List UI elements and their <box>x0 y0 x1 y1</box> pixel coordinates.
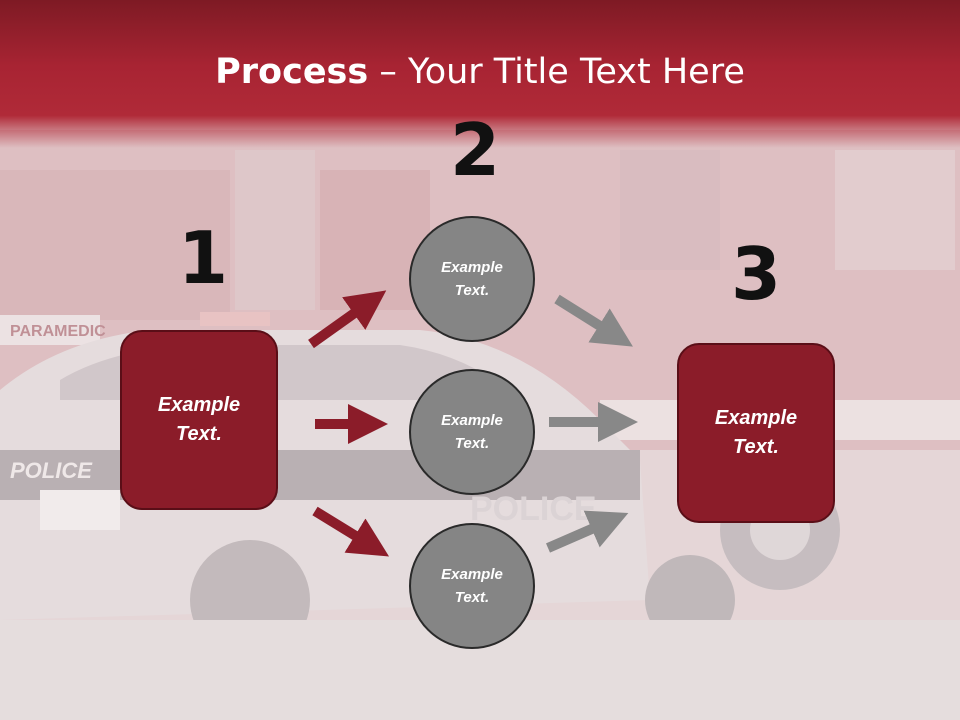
arrow-2a-to-3 <box>554 294 633 347</box>
arrow-2c-to-3 <box>546 510 629 553</box>
step-2-circle-bottom[interactable]: Example Text. <box>409 523 535 649</box>
title-rest: – Your Title Text Here <box>368 52 745 92</box>
step-1-text-line2: Text. <box>176 423 222 445</box>
step-2-circle-middle[interactable]: Example Text. <box>409 369 535 495</box>
slide-title: Process – Your Title Text Here <box>0 52 960 92</box>
arrow-1-to-2a <box>308 290 387 349</box>
step-3-text-line1: Example <box>714 407 798 429</box>
circle-text-line1: Example <box>441 412 503 429</box>
circle-text-line1: Example <box>441 259 503 276</box>
step-1-text-line1: Example <box>157 394 241 416</box>
circle-text-line1: Example <box>441 566 503 583</box>
step-3-box[interactable]: Example Text. <box>677 343 835 523</box>
circle-text-line2: Text. <box>454 435 490 452</box>
step-number-3: 3 <box>731 232 782 316</box>
arrow-1-to-2c <box>312 506 390 557</box>
step-1-box[interactable]: Example Text. <box>120 330 278 510</box>
title-bold: Process <box>215 52 369 92</box>
step-number-2: 2 <box>450 108 501 192</box>
circle-text-line2: Text. <box>454 282 490 299</box>
step-number-1: 1 <box>178 216 229 300</box>
step-3-text-line2: Text. <box>733 436 779 458</box>
circle-text-line2: Text. <box>454 589 490 606</box>
police-label-door: POLICE <box>470 490 597 528</box>
paramedic-label: PARAMEDIC <box>10 323 106 340</box>
step-2-circle-top[interactable]: Example Text. <box>409 216 535 342</box>
title-bar <box>0 0 960 148</box>
police-label-left: POLICE <box>10 458 93 483</box>
